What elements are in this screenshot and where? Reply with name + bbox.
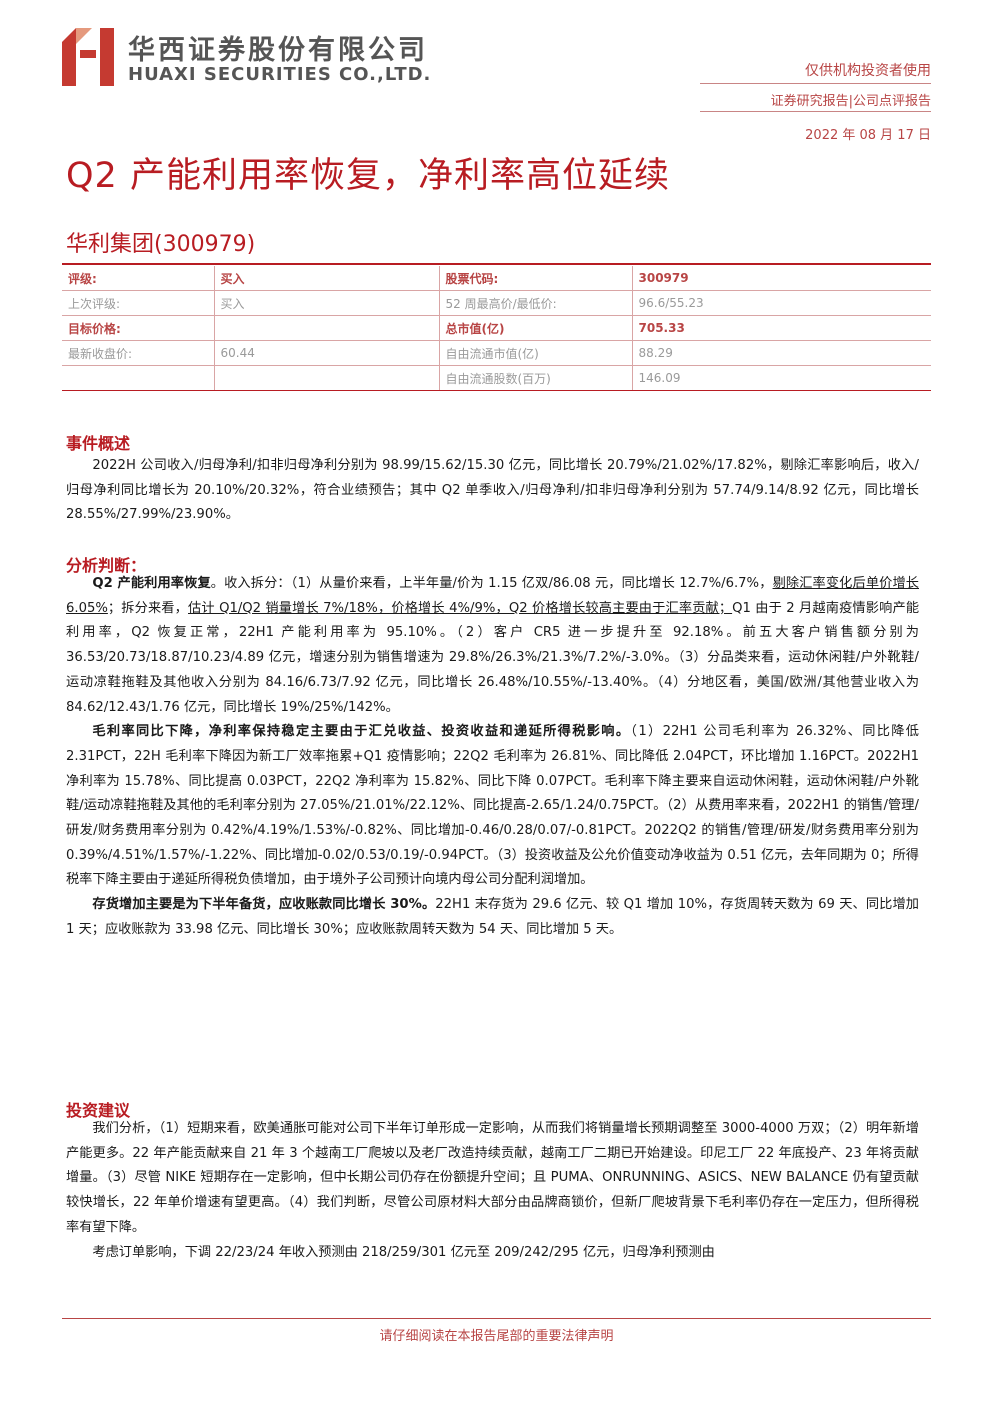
market-cap-label: 总市值(亿) — [438, 315, 632, 341]
legal-notice: 请仔细阅读在本报告尾部的重要法律声明 — [379, 1329, 614, 1344]
close-price-label: 最新收盘价: — [62, 340, 214, 366]
event-body: 2022H 公司收入/归母净利/扣非归母净利分别为 98.99/15.62/15… — [66, 454, 919, 528]
underlined-text: 剔除汇率变化后单价增长 6.05% — [66, 576, 919, 616]
title-divider — [62, 263, 931, 265]
footer-divider — [62, 1318, 931, 1319]
body-text: Q1 由于 2 月越南疫情影响产能利用率，Q2 恢复正常，22H1 产能利用率为… — [66, 600, 920, 715]
huaxi-logo-icon — [62, 28, 114, 86]
report-type-tag: 证券研究报告|公司点评报告 — [770, 94, 931, 109]
investment-paragraph-2: 考虑订单影响，下调 22/23/24 年收入预测由 218/259/301 亿元… — [92, 1244, 715, 1260]
section-heading-investment: 投资建议 — [66, 1101, 131, 1120]
report-date: 2022 年 08 月 17 日 — [805, 128, 931, 143]
event-paragraph: 2022H 公司收入/归母净利/扣非归母净利分别为 98.99/15.62/15… — [66, 458, 919, 523]
price-range-label: 52 周最高价/最低价: — [438, 290, 632, 316]
investment-body: 我们分析，（1）短期来看，欧美通胀可能对公司下半年订单形成一定影响，从而我们将销… — [66, 1117, 919, 1265]
target-price-value — [213, 315, 439, 341]
header-divider — [700, 111, 931, 112]
highlight-text: 存货增加主要是为下半年备货，应收账款同比增长 30%。 — [92, 897, 436, 913]
close-price-value: 60.44 — [213, 340, 439, 366]
table-row: 最新收盘价: 60.44 自由流通市值(亿) 88.29 — [62, 340, 931, 366]
stock-code-label: 股票代码: — [438, 266, 632, 291]
rating-label: 评级: — [62, 266, 214, 291]
brand-name-cn: 华西证券股份有限公司 — [128, 35, 428, 66]
empty-cell — [62, 365, 214, 391]
highlight-text: 毛利率同比下降，净利率保持稳定主要由于汇兑收益、投资收益和递延所得税影响。 — [92, 724, 631, 740]
table-row: 评级: 买入 股票代码: 300979 — [62, 266, 931, 291]
body-text: ；拆分来看， — [107, 600, 189, 616]
table-row: 目标价格: 总市值(亿) 705.33 — [62, 315, 931, 341]
stock-code-value: 300979 — [631, 266, 931, 291]
float-shares-label: 自由流通股数(百万) — [438, 365, 632, 391]
audience-tag: 仅供机构投资者使用 — [805, 63, 931, 79]
prev-rating-value: 买入 — [213, 290, 439, 316]
analysis-paragraph-2: 毛利率同比下降，净利率保持稳定主要由于汇兑收益、投资收益和递延所得税影响。（1）… — [66, 720, 919, 893]
section-heading-analysis: 分析判断： — [66, 556, 147, 575]
float-cap-value: 88.29 — [631, 340, 931, 366]
analysis-paragraph-1: Q2 产能利用率恢复。收入拆分：（1）从量价来看，上半年量/价为 1.15 亿双… — [66, 572, 919, 720]
body-text: 22H1 末存货为 29.6 亿元、较 Q1 增加 10%，存货周转天数为 69… — [66, 897, 919, 937]
body-text: （1）22H1 公司毛利率为 26.32%、同比降低 2.31PCT，22H 毛… — [66, 724, 919, 888]
underlined-text: 估计 Q1/Q2 销量增长 7%/18%，价格增长 4%/9%，Q2 价格增长较… — [188, 600, 733, 616]
rating-value: 买入 — [213, 266, 439, 291]
header-divider — [700, 83, 931, 84]
table-row: 自由流通股数(百万) 146.09 — [62, 365, 931, 391]
table-row: 上次评级: 买入 52 周最高价/最低价: 96.6/55.23 — [62, 290, 931, 316]
brand-name-en: HUAXI SECURITIES CO.,LTD. — [128, 64, 432, 85]
prev-rating-label: 上次评级: — [62, 290, 214, 316]
target-price-label: 目标价格: — [62, 315, 214, 341]
analysis-body: Q2 产能利用率恢复。收入拆分：（1）从量价来看，上半年量/价为 1.15 亿双… — [66, 572, 919, 943]
analysis-paragraph-3: 存货增加主要是为下半年备货，应收账款同比增长 30%。22H1 末存货为 29.… — [66, 893, 919, 942]
report-title: Q2 产能利用率恢复，净利率高位延续 — [66, 156, 670, 196]
float-cap-label: 自由流通市值(亿) — [438, 340, 632, 366]
highlight-text: Q2 产能利用率恢复 — [92, 576, 211, 591]
stock-info-table: 评级: 买入 股票代码: 300979 上次评级: 买入 52 周最高价/最低价… — [62, 266, 931, 391]
empty-cell — [213, 365, 439, 391]
body-text: 。收入拆分：（1）从量价来看，上半年量/价为 1.15 亿双/86.08 元，同… — [210, 576, 773, 591]
price-range-value: 96.6/55.23 — [631, 290, 931, 316]
investment-paragraph-1: 我们分析，（1）短期来看，欧美通胀可能对公司下半年订单形成一定影响，从而我们将销… — [66, 1121, 919, 1235]
market-cap-value: 705.33 — [631, 315, 931, 341]
company-name: 华利集团(300979) — [66, 232, 256, 257]
section-heading-event: 事件概述 — [66, 434, 131, 453]
float-shares-value: 146.09 — [631, 365, 931, 391]
